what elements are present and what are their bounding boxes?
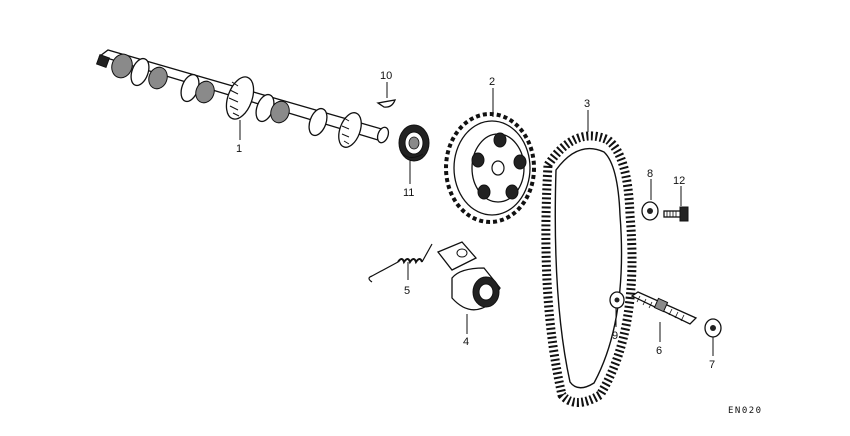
camshaft-sprocket bbox=[444, 112, 536, 224]
nut bbox=[704, 318, 722, 338]
oil-seal bbox=[398, 124, 430, 162]
tensioner-spring bbox=[368, 243, 433, 283]
callout-8: 8 bbox=[647, 168, 653, 180]
callout-10: 10 bbox=[380, 70, 392, 82]
woodruff-key bbox=[376, 99, 397, 108]
timing-belt bbox=[541, 131, 637, 407]
diagram-code: EN020 bbox=[728, 406, 763, 416]
callout-6: 6 bbox=[656, 345, 662, 357]
callout-1: 1 bbox=[236, 143, 242, 155]
tensioner-pulley bbox=[436, 241, 501, 311]
camshaft bbox=[95, 49, 390, 148]
callout-2: 2 bbox=[489, 76, 495, 88]
callout-4: 4 bbox=[463, 336, 469, 348]
callout-3: 3 bbox=[584, 98, 590, 110]
leader-lines bbox=[239, 82, 714, 356]
washer-small bbox=[609, 291, 625, 309]
stud bbox=[630, 291, 698, 325]
bolt bbox=[663, 206, 689, 222]
callout-12: 12 bbox=[673, 175, 685, 187]
callout-11: 11 bbox=[403, 187, 414, 199]
washer bbox=[641, 201, 659, 221]
callout-7: 7 bbox=[709, 359, 715, 371]
callout-5: 5 bbox=[404, 285, 410, 297]
callout-9: 9 bbox=[612, 330, 618, 342]
